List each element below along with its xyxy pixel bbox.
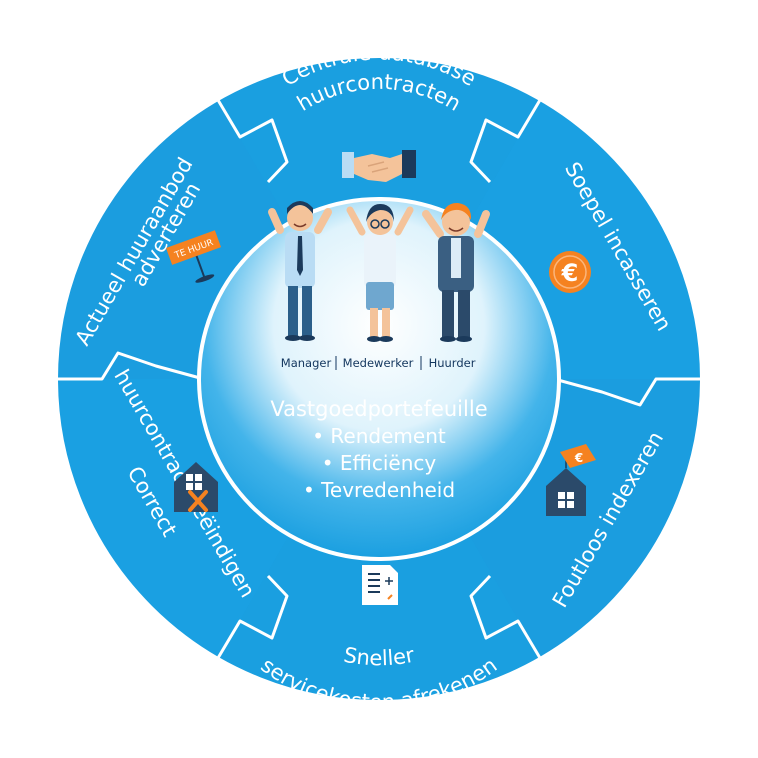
- center-bullet-1: • Rendement: [312, 424, 446, 448]
- handshake-icon: [342, 150, 416, 182]
- people-illustration: [268, 201, 490, 342]
- center-title: Vastgoedportefeuille: [270, 397, 487, 421]
- house-price-tag-icon: €: [546, 444, 596, 516]
- svg-text:€: €: [561, 259, 579, 287]
- role-huurder: Huurder: [429, 356, 476, 370]
- segment-bottom-label-1: Sneller: [342, 643, 417, 671]
- euro-coin-icon: €: [549, 251, 591, 293]
- tenant-figure: [422, 202, 490, 342]
- employee-figure: [346, 204, 414, 342]
- center-bullet-3: • Tevredenheid: [303, 478, 455, 502]
- house-cross-icon: [174, 462, 218, 512]
- document-icon: [362, 565, 398, 605]
- center-bullet-2: • Efficiëncy: [322, 451, 437, 475]
- role-labels: Manager Medewerker Huurder: [281, 356, 476, 370]
- role-manager: Manager: [281, 356, 332, 370]
- manager-figure: [268, 201, 332, 341]
- role-medewerker: Medewerker: [343, 356, 414, 370]
- segment-dividers: [56, 56, 702, 702]
- svg-text:€: €: [574, 451, 583, 465]
